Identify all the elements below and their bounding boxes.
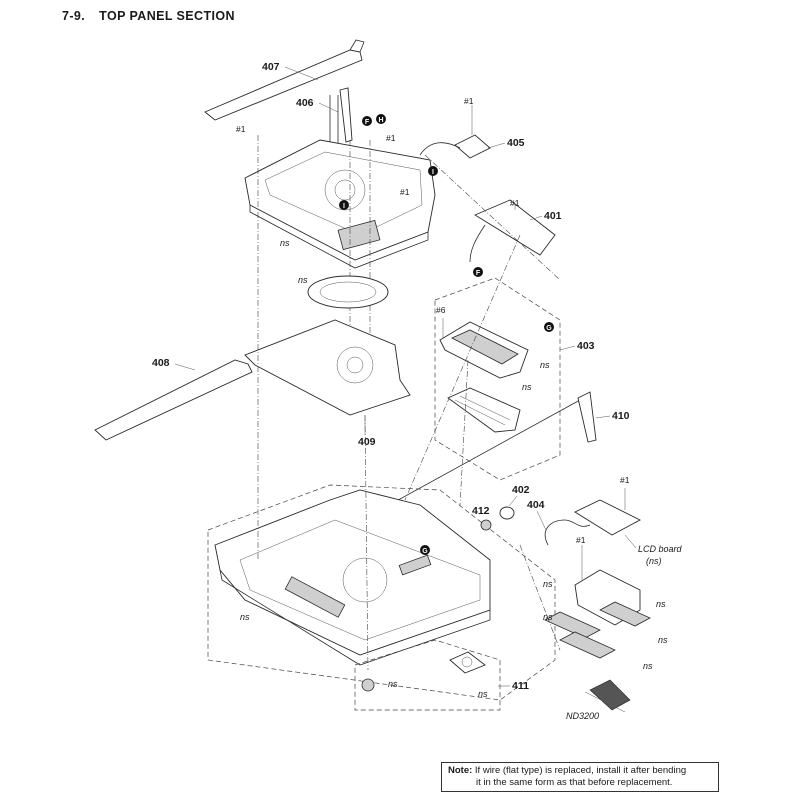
ns-label-8: ns <box>543 579 553 589</box>
part-405-board <box>419 105 491 159</box>
ns-label-10: ns <box>656 599 666 609</box>
screw-label-3: #1 <box>400 187 410 197</box>
ns-label-11: ns <box>658 635 668 645</box>
svg-text:I: I <box>343 203 345 210</box>
svg-text:G: G <box>546 325 552 332</box>
label-409: 409 <box>358 436 376 448</box>
lcd-board <box>574 488 641 536</box>
svg-text:F: F <box>365 119 370 126</box>
part-412 <box>480 519 492 531</box>
part-404-cable <box>544 519 591 546</box>
connector-marker-i-mid: I <box>339 200 349 210</box>
label-412: 412 <box>472 505 490 517</box>
connector-marker-i-right: I <box>428 166 438 176</box>
bottom-housing <box>207 484 556 701</box>
lcd-board-caption: LCD board <box>638 544 683 554</box>
part-407-flat-cable <box>204 39 365 121</box>
ns-label-1: ns <box>280 238 290 248</box>
right-bracket-assembly <box>544 545 651 659</box>
part-402 <box>499 506 515 520</box>
ns-label-3: ns <box>540 360 550 370</box>
connector-marker-f-right: F <box>473 267 483 277</box>
part-410-rod <box>379 391 597 511</box>
nd3200-part <box>584 679 631 713</box>
section-heading: 7-9. TOP PANEL SECTION <box>62 9 235 23</box>
part-409-plate <box>244 319 411 416</box>
note-line-1: If wire (flat type) is replaced, install… <box>474 765 687 776</box>
top-chassis-plate <box>244 139 436 400</box>
note-line-2: it in the same form as that before repla… <box>476 777 673 788</box>
part-411-group <box>354 639 501 711</box>
section-title: TOP PANEL SECTION <box>99 9 235 23</box>
screw-label-6: #6 <box>436 305 446 315</box>
ns-label-6: ns <box>388 679 398 689</box>
screw-label-5: #1 <box>510 198 520 208</box>
svg-text:I: I <box>432 169 434 176</box>
svg-text:F: F <box>476 270 481 277</box>
screw-label-1: #1 <box>236 124 246 134</box>
replacement-note: Note: If wire (flat type) is replaced, i… <box>441 762 719 792</box>
screw-label-2: #1 <box>386 133 396 143</box>
part-408-flat-cable <box>94 359 253 441</box>
label-404: 404 <box>527 499 545 511</box>
connector-marker-h: H <box>376 114 386 124</box>
lcd-board-ns-caption: (ns) <box>646 556 662 566</box>
label-411: 411 <box>512 680 529 692</box>
connector-marker-g-housing: G <box>420 545 430 555</box>
label-406: 406 <box>296 97 314 109</box>
part-401-board <box>469 199 556 263</box>
connector-marker-g-right: G <box>544 322 554 332</box>
label-410: 410 <box>612 410 630 422</box>
label-407: 407 <box>262 61 280 73</box>
section-number: 7-9. <box>62 9 86 23</box>
ns-label-12: ns <box>643 661 653 671</box>
label-402: 402 <box>512 484 530 496</box>
ns-label-9: ns <box>543 612 553 622</box>
part-403-group <box>434 277 561 481</box>
label-403: 403 <box>577 340 595 352</box>
nd3200-caption: ND3200 <box>566 711 599 721</box>
ns-label-4: ns <box>522 382 532 392</box>
connector-marker-f-top: F <box>362 116 372 126</box>
ns-label-5: ns <box>240 612 250 622</box>
label-405: 405 <box>507 137 525 149</box>
screw-label-7: #1 <box>620 475 630 485</box>
ring-part <box>307 275 389 309</box>
svg-text:G: G <box>422 548 428 555</box>
screw-label-4: #1 <box>464 96 474 106</box>
svg-text:H: H <box>378 117 383 124</box>
ns-label-2: ns <box>298 275 308 285</box>
screw-label-8: #1 <box>576 535 586 545</box>
label-408: 408 <box>152 357 170 369</box>
note-prefix: Note: <box>448 765 473 776</box>
label-401: 401 <box>544 210 562 222</box>
ns-label-7: ns <box>478 689 488 699</box>
